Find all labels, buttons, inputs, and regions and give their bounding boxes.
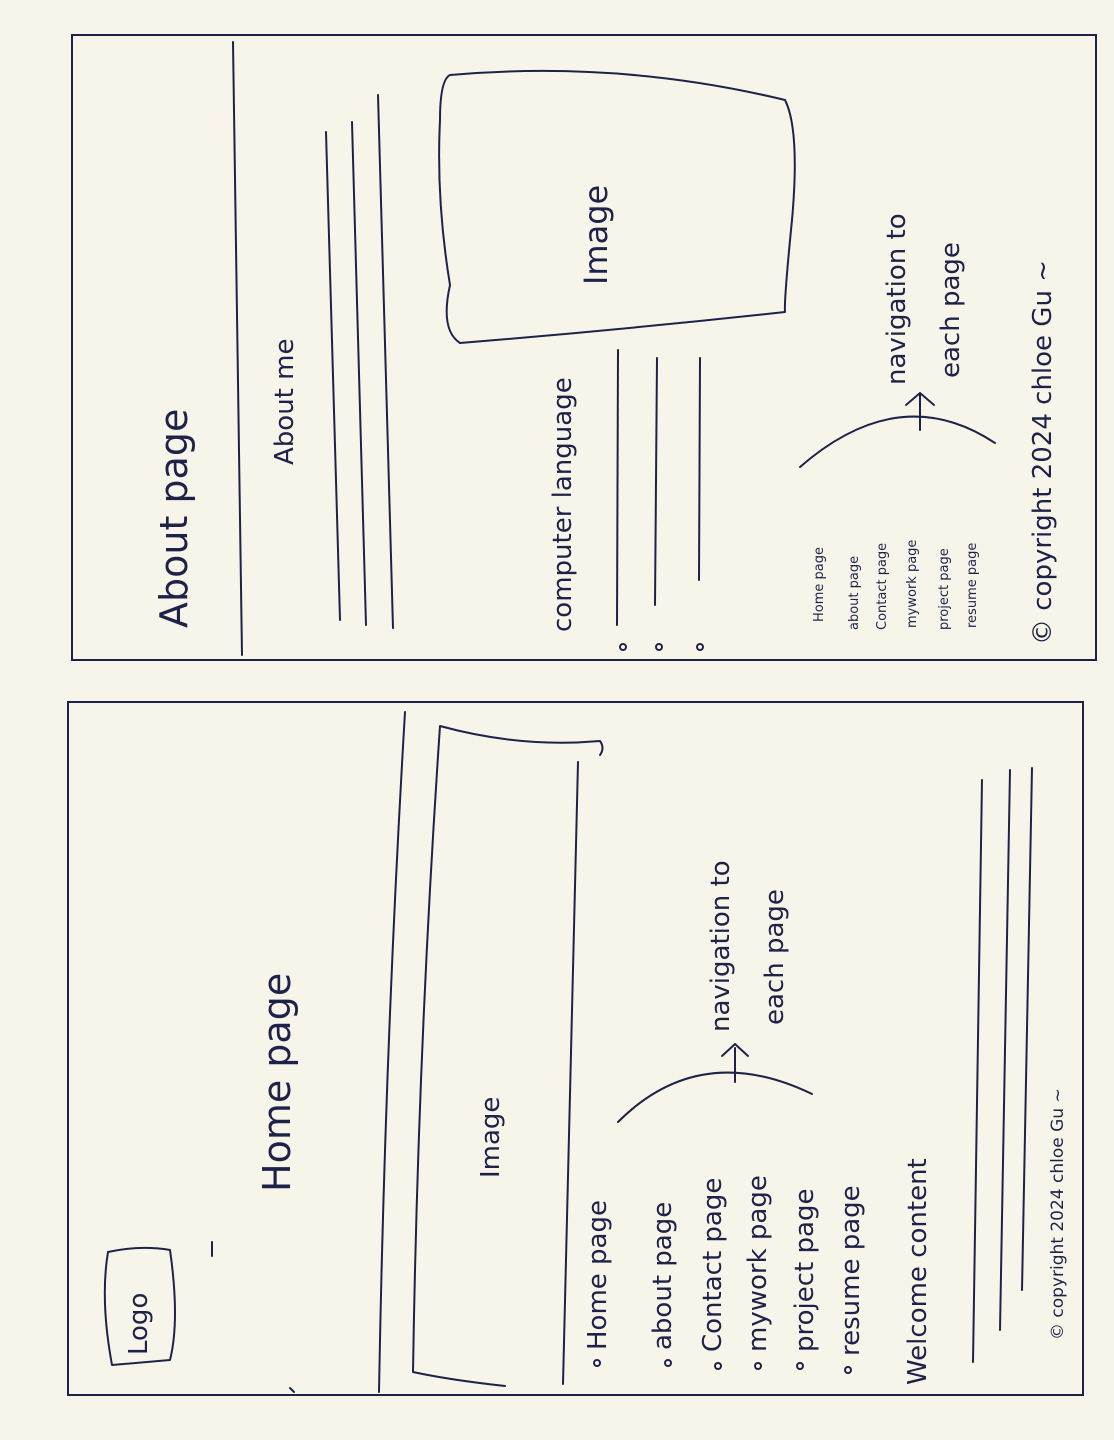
welcome-text-line (972, 779, 983, 1363)
welcome-text-line (1021, 767, 1033, 1291)
nav-bullet (844, 1366, 852, 1374)
about-page-frame (71, 34, 1097, 661)
welcome-text-line (999, 769, 1011, 1331)
home-nav-item-about[interactable]: about page (648, 1201, 678, 1350)
nav-bullet (664, 1359, 672, 1367)
about-nav-note: navigation to (882, 213, 912, 385)
about-image-label: Image (577, 184, 615, 285)
about-text-line (325, 131, 341, 621)
about-header-divider (232, 41, 243, 656)
home-nav-item-contact[interactable]: Contact page (698, 1177, 728, 1352)
home-image-label: Image (476, 1096, 506, 1178)
logo-box (103, 1246, 176, 1366)
home-nav-item-home[interactable]: Home page (583, 1200, 613, 1350)
home-nav-note: each page (760, 889, 790, 1025)
welcome-content-label: Welcome content (903, 1158, 933, 1385)
computer-language-label: computer language (548, 377, 578, 632)
about-nav-item-home[interactable]: Home page (812, 547, 827, 622)
about-nav-note: each page (936, 242, 966, 378)
home-page-title: Home page (255, 972, 299, 1192)
home-copyright: © copyright 2024 chloe Gu ~ (1048, 1088, 1068, 1340)
home-nav-item-resume[interactable]: resume page (836, 1185, 866, 1356)
home-nav-item-project[interactable]: project page (790, 1188, 820, 1352)
home-nav-brace (617, 1071, 813, 1123)
nav-bullet (714, 1362, 722, 1370)
about-text-line (377, 94, 394, 629)
logo-label: Logo (124, 1292, 154, 1355)
language-list-line (616, 349, 619, 626)
home-nav-note: navigation to (706, 860, 736, 1032)
language-list-line (698, 357, 701, 581)
home-nav-arrow-icon (721, 1043, 749, 1083)
about-text-line (351, 121, 367, 626)
about-page-wireframe (71, 34, 1097, 661)
about-copyright: © copyright 2024 chloe Gu ~ (1028, 260, 1058, 645)
about-nav-brace (799, 415, 996, 468)
nav-bullet (593, 1359, 601, 1367)
nav-bullet (754, 1362, 762, 1370)
home-nav-item-mywork[interactable]: mywork page (743, 1175, 773, 1352)
home-page-wireframe (67, 701, 1084, 1396)
language-bullet (619, 643, 627, 651)
about-nav-item-contact[interactable]: Contact page (875, 542, 890, 630)
about-nav-item-mywork[interactable]: mywork page (905, 539, 920, 628)
about-me-label: About me (270, 338, 300, 465)
about-image-placeholder (438, 69, 796, 344)
about-nav-item-resume[interactable]: resume page (965, 542, 980, 628)
about-page-title: About page (152, 408, 196, 628)
home-image-placeholder (562, 761, 579, 1385)
language-bullet (655, 643, 663, 651)
about-nav-item-project[interactable]: project page (937, 548, 952, 630)
nav-bullet (796, 1362, 804, 1370)
home-page-frame (67, 701, 1084, 1396)
about-nav-arrow-icon (905, 392, 935, 431)
language-bullet (696, 643, 704, 651)
home-header-divider (378, 711, 406, 1393)
about-nav-item-about[interactable]: about page (847, 555, 862, 630)
language-list-line (654, 357, 658, 606)
stray-mark (289, 1387, 295, 1393)
home-image-placeholder (412, 725, 604, 1387)
